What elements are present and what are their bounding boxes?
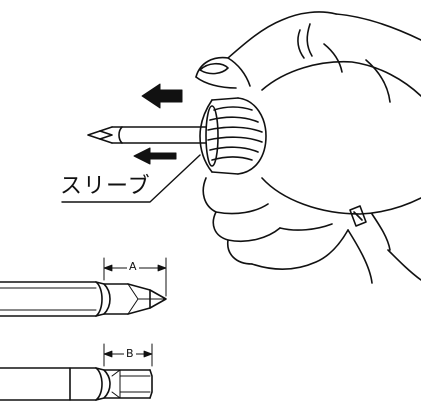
upper-arrow (141, 83, 183, 109)
pull-arrows (133, 83, 183, 165)
index-finger (195, 11, 337, 78)
fingernail (199, 62, 229, 75)
lower-arrow (133, 147, 177, 165)
sleeve-leader (61, 154, 201, 203)
lower-fingers (202, 177, 253, 265)
dimension-a-label: A (127, 260, 139, 273)
sleeve-collar (199, 97, 267, 175)
tool-body (261, 60, 421, 97)
switch (349, 205, 367, 227)
bit-detail-b (0, 343, 153, 401)
hand-and-tool-illustration (195, 11, 421, 284)
bit-detail-a (0, 257, 167, 317)
bit-in-tool (87, 126, 207, 144)
dimension-b-label: B (124, 347, 136, 360)
sleeve-label: スリーブ (60, 174, 151, 199)
